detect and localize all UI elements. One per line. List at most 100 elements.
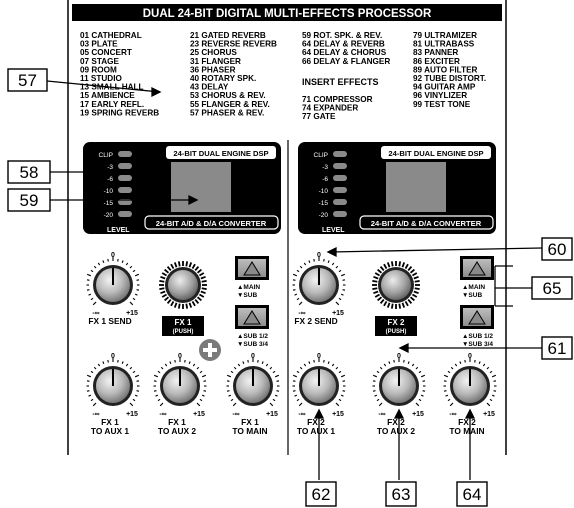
fx2-to-aux2-label: FX 2	[387, 417, 405, 427]
preset-item: 17 EARLY REFL.	[80, 100, 144, 109]
preset-item: 86 EXCITER	[413, 57, 460, 66]
preset-item: 83 PANNER	[413, 48, 458, 57]
preset-item: 01 CATHEDRAL	[80, 31, 142, 40]
meter-label: -3	[107, 164, 113, 171]
meter-label: -15	[319, 200, 329, 207]
callout-number: 63	[392, 485, 411, 504]
fx1-to-aux2-knob[interactable]: 0-∞+15	[153, 353, 207, 418]
level-label: LEVEL	[322, 227, 345, 234]
meter-label: -10	[319, 188, 329, 195]
meter-label: -15	[104, 200, 114, 207]
knob-min-label: -∞	[232, 411, 239, 418]
encoder-label: FX 2	[388, 318, 405, 327]
meter-led	[118, 151, 132, 157]
fx1-encoder[interactable]: FX 1(PUSH)	[159, 261, 207, 336]
dsp-bottom-label-box	[359, 215, 494, 230]
button-label: ▼SUB	[237, 292, 257, 299]
fx2-main-sub-button[interactable]: ▲MAIN▼SUB	[460, 256, 494, 299]
meter-label: CLIP	[314, 152, 328, 159]
fx2-sub-assign-button[interactable]: ▲SUB 1/2▼SUB 3/4	[460, 305, 494, 348]
fx2-send-knob[interactable]: 0-∞+15	[292, 252, 346, 317]
knob-min-label: -∞	[92, 411, 99, 418]
callout-65: 65	[531, 276, 573, 300]
callout-59: 59	[7, 188, 51, 212]
preset-item: 57 PHASER & REV.	[190, 108, 264, 117]
dsp-top-label: 24-BIT DUAL ENGINE DSP	[173, 149, 268, 158]
dsp-screen	[386, 162, 446, 212]
fx2-encoder[interactable]: FX 2 (PUSH)	[372, 261, 420, 336]
fx1-to-aux1-label: TO AUX 1	[91, 426, 130, 436]
button-label: ▼SUB 3/4	[462, 341, 493, 348]
callout-62: 62	[305, 481, 337, 507]
fx1-to-aux1-knob[interactable]: 0-∞+15	[86, 353, 140, 418]
knob-max-label: +15	[412, 411, 424, 418]
preset-item: 09 ROOM	[80, 65, 117, 74]
meter-led	[333, 187, 347, 193]
meter-led	[118, 163, 132, 169]
fx1-sub-assign-button[interactable]: ▲SUB 1/2▼SUB 3/4	[235, 305, 269, 348]
meter-label: CLIP	[99, 152, 113, 159]
knob-zero-label: 0	[111, 252, 115, 259]
knob-zero-label: 0	[317, 353, 321, 360]
knob-zero-label: 0	[468, 353, 472, 360]
knob-max-label: +15	[332, 411, 344, 418]
meter-label: -20	[104, 212, 114, 219]
knob-zero-label: 0	[317, 252, 321, 259]
preset-item: 31 FLANGER	[190, 57, 241, 66]
button-label: ▼SUB 3/4	[237, 341, 268, 348]
knob-max-label: +15	[483, 411, 495, 418]
fx1-send-knob[interactable]: 0-∞+15	[86, 252, 140, 317]
meter-led	[333, 211, 347, 217]
preset-item: 99 TEST TONE	[413, 100, 471, 109]
preset-item: 36 PHASER	[190, 65, 236, 74]
fx1-to-aux1-label: FX 1	[101, 417, 119, 427]
meter-led	[118, 187, 132, 193]
callout-number: 57	[18, 71, 37, 90]
meter-led	[333, 151, 347, 157]
fx2-to-main-knob[interactable]: 0 -∞ +15	[443, 353, 497, 418]
callout-58: 58	[7, 160, 51, 184]
fx2-to-aux2-knob[interactable]: 0-∞+15	[372, 353, 426, 418]
knob-min-label: -∞	[449, 411, 456, 418]
encoder-label: FX 1	[175, 318, 192, 327]
preset-item: 79 ULTRAMIZER	[413, 31, 477, 40]
fx1-to-aux2-label: TO AUX 2	[158, 426, 197, 436]
callout-number: 58	[20, 163, 39, 182]
callout-number: 64	[463, 485, 482, 504]
callout-number: 61	[548, 339, 567, 358]
fx1-to-main-knob[interactable]: 0-∞+15	[226, 353, 280, 418]
fx1-main-sub-button[interactable]: ▲MAIN▼SUB	[235, 256, 269, 299]
preset-item: 40 ROTARY SPK.	[190, 74, 256, 83]
button-label: ▲MAIN	[462, 284, 485, 291]
knob-min-label: -∞	[159, 411, 166, 418]
preset-item: 89 AUTO FILTER	[413, 65, 478, 74]
dsp-top-label: 24-BIT DUAL ENGINE DSP	[388, 149, 483, 158]
preset-item: 23 REVERSE REVERB	[190, 40, 277, 49]
encoder-push-label: (PUSH)	[386, 329, 407, 335]
level-label: LEVEL	[107, 227, 130, 234]
knob-max-label: +15	[126, 310, 138, 317]
fx1-to-aux2-label: FX 1	[168, 417, 186, 427]
preset-item: 64 DELAY & REVERB	[302, 40, 385, 49]
fx2-to-aux1-knob[interactable]: 0-∞+15	[292, 353, 346, 418]
callout-61: 61	[541, 336, 573, 360]
preset-item: 55 FLANGER & REV.	[190, 100, 270, 109]
insert-effects-heading: INSERT EFFECTS	[302, 77, 379, 87]
preset-item: 19 SPRING REVERB	[80, 108, 159, 117]
preset-item: 74 EXPANDER	[302, 104, 358, 113]
dsp-bottom-label-box	[144, 215, 279, 230]
knob-zero-label: 0	[397, 353, 401, 360]
fx2-to-aux1-label: TO AUX 1	[297, 426, 336, 436]
callout-leaders	[46, 80, 543, 480]
header-title: DUAL 24-BIT DIGITAL MULTI-EFFECTS PROCES…	[143, 8, 432, 20]
callout-57: 57	[7, 68, 48, 92]
callout-number: 62	[312, 485, 331, 504]
preset-item: 64 DELAY & CHORUS	[302, 48, 387, 57]
meter-led	[333, 163, 347, 169]
button-label: ▲SUB 1/2	[462, 333, 493, 340]
dsp-top-label-box	[166, 146, 276, 159]
callout-number: 59	[20, 191, 39, 210]
